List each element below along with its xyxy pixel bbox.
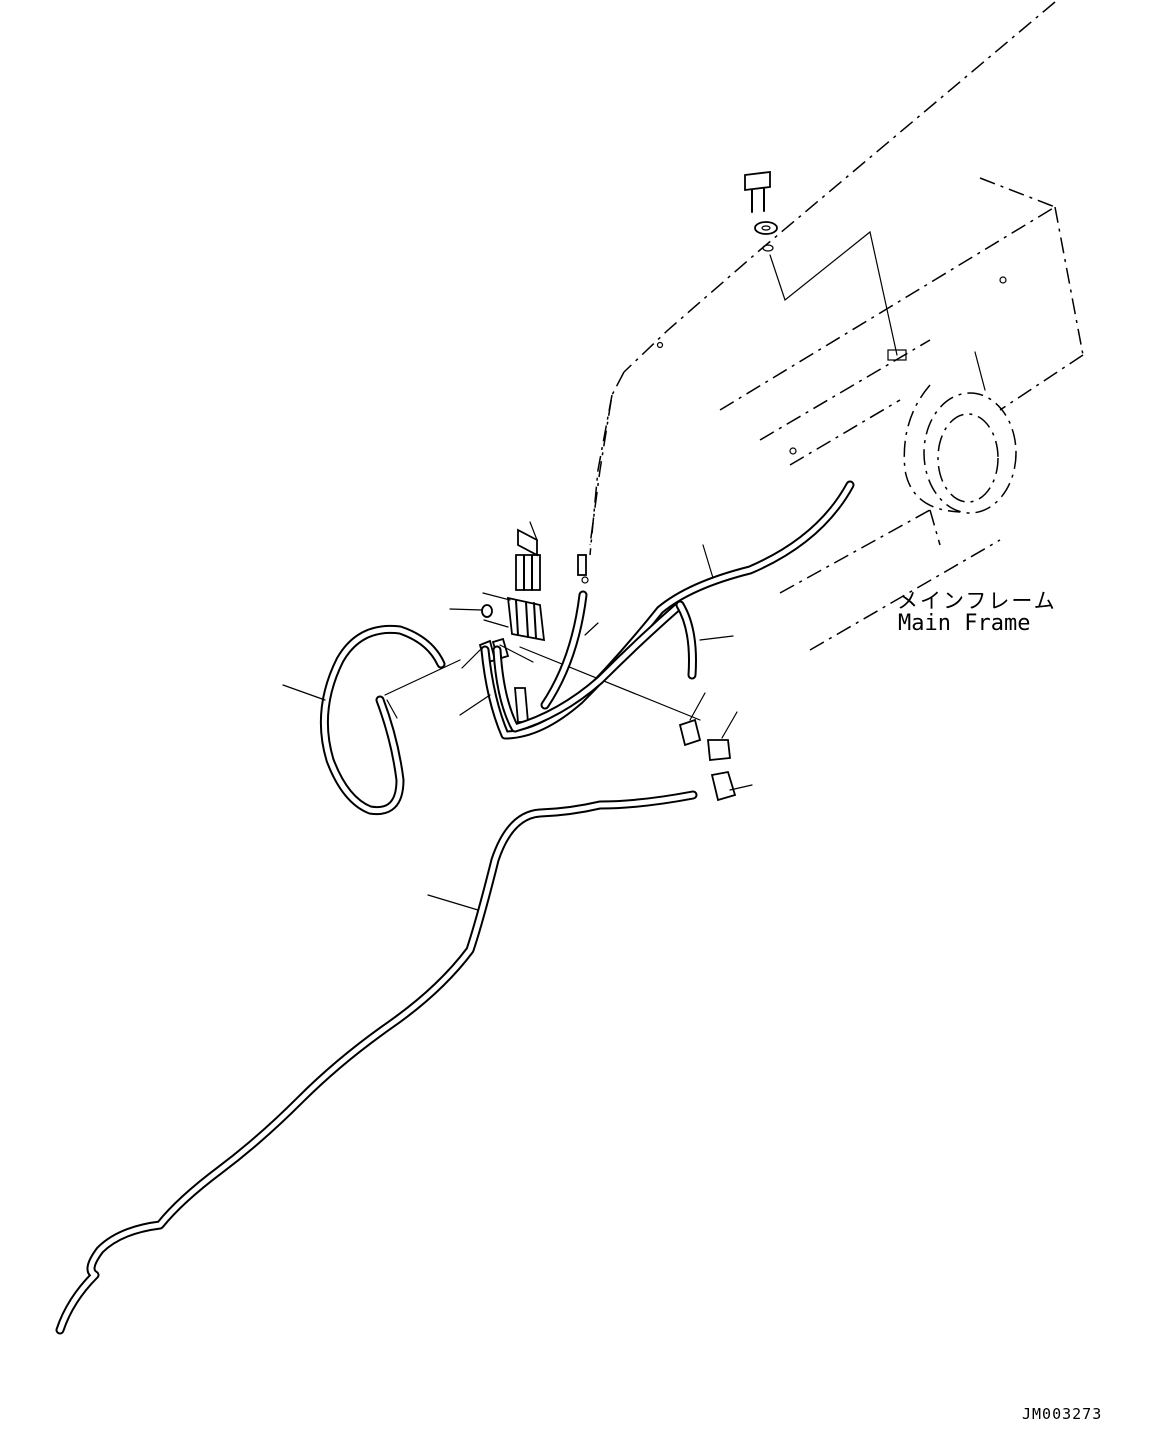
mounting-bolt [744,170,898,356]
dashed-leader-line [581,394,613,584]
main-frame-label-jp: メインフレーム [897,589,1057,613]
junction-block [449,521,546,642]
hose-bundle [459,480,855,740]
main-frame-label-en: Main Frame [898,611,1031,636]
hose-upper-left [282,624,446,816]
fitting-parts-right [678,692,753,802]
drawing-code: JM003273 [1022,1405,1103,1423]
hose-long-lower [55,790,698,1335]
main-frame-outline [589,1,1084,651]
